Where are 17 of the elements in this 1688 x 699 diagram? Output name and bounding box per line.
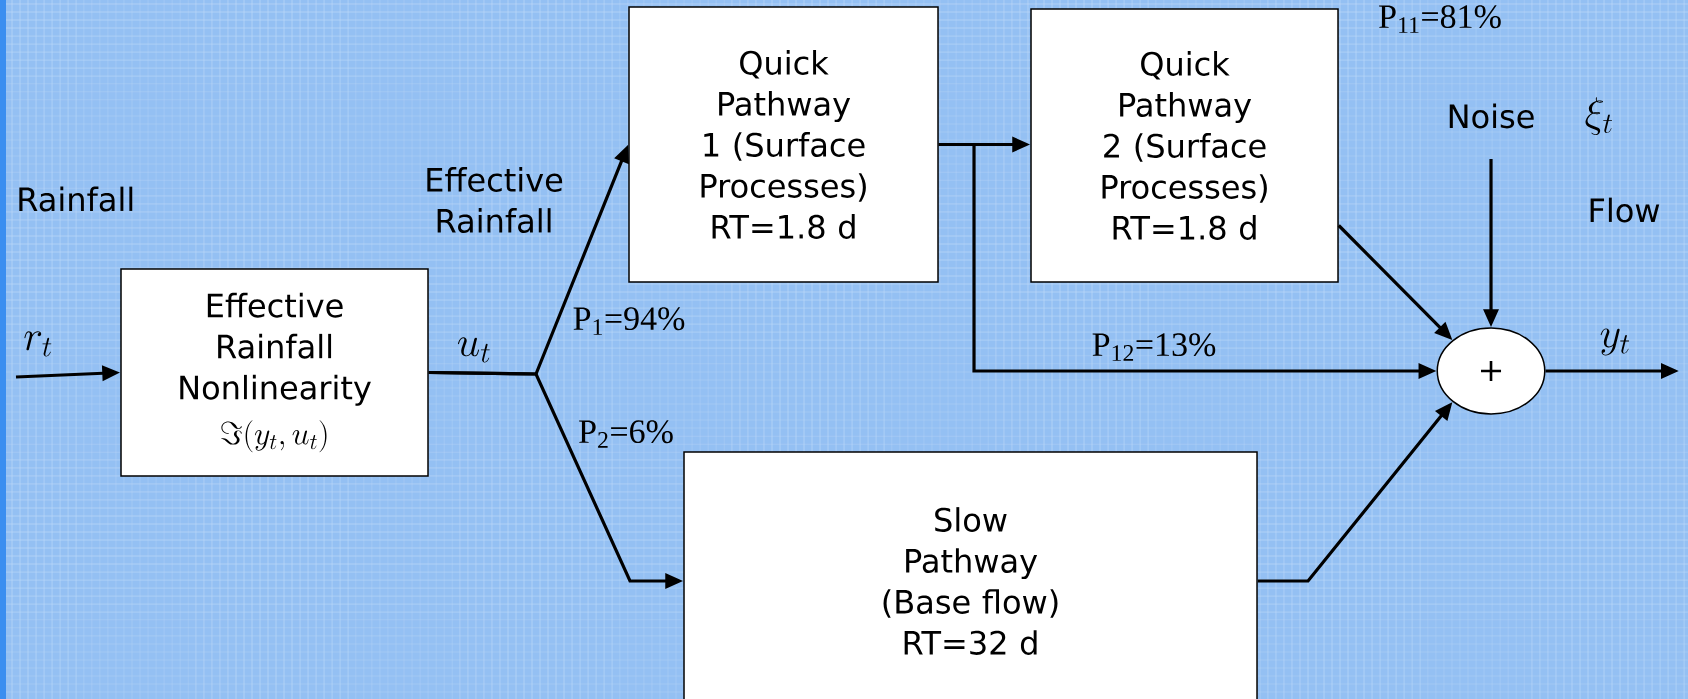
summing-junction: + <box>1436 327 1546 415</box>
process-box: Slow Pathway (Base flow) RT=32 d <box>683 451 1258 699</box>
edge-label: P$_{1}$=94% <box>573 307 685 335</box>
signal-label: $u_t$ <box>458 337 490 363</box>
signal-label: $r_t$ <box>24 331 52 357</box>
text-label: P$_{11}$=81% <box>1379 5 1501 33</box>
signal-label: $\xi_t$ <box>1585 97 1613 136</box>
text-label: Flow <box>1590 197 1660 223</box>
text-label: Noise <box>1449 103 1534 129</box>
process-box: Quick Pathway 1 (Surface Processes) RT=1.8 d <box>628 6 939 283</box>
signal-label: $y_t$ <box>1600 328 1630 356</box>
text-label: Rainfall <box>19 186 133 212</box>
text-label: Effective Rainfall <box>427 167 563 233</box>
process-box: Quick Pathway 2 (Surface Processes) RT=1.8 d <box>1030 8 1339 283</box>
edge-label: P$_{2}$=6% <box>579 420 673 448</box>
edge-label: P$_{12}$=13% <box>1092 333 1216 361</box>
process-box: Effective Rainfall Nonlinearity $\Im(y_t,u_t)$ <box>120 268 429 477</box>
